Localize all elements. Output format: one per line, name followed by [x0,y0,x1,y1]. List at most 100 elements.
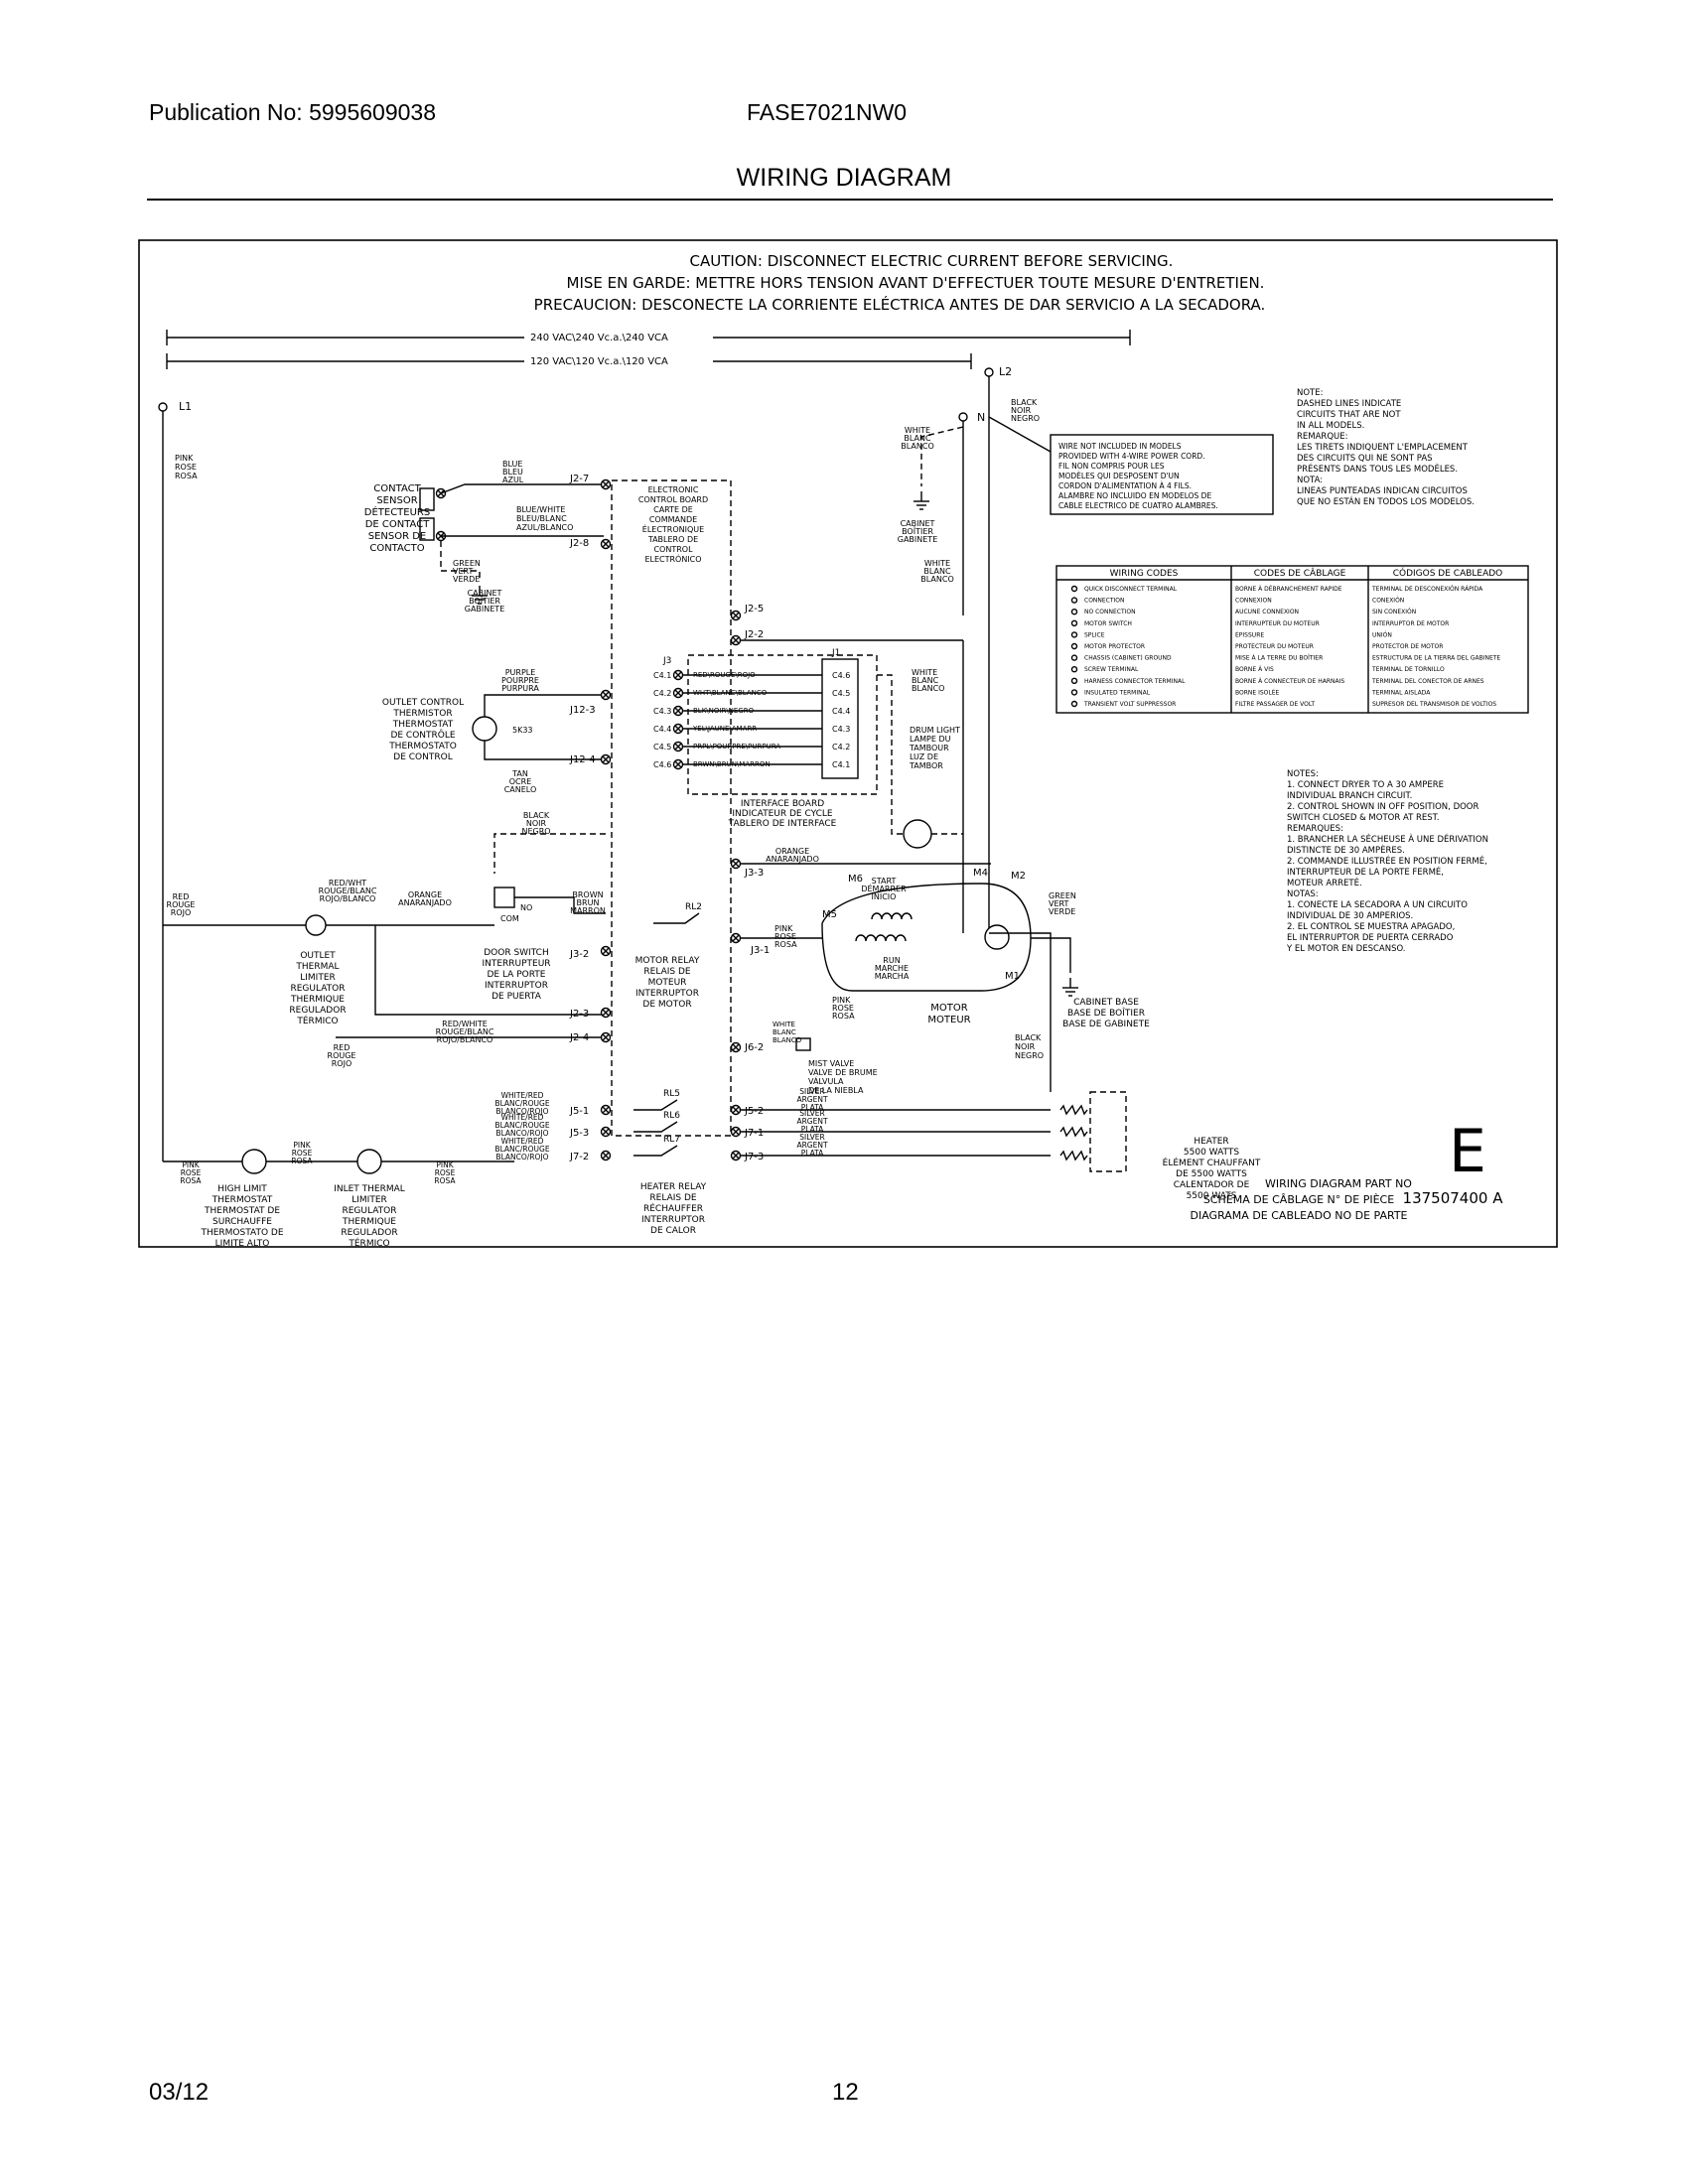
red-white-wire-label: ROJO/BLANCO [437,1035,493,1044]
red-wire-label: ROJO [171,908,192,917]
electronic-control-board [611,479,732,1137]
code-symbol [1070,631,1078,638]
caution-english: CAUTION: DISCONNECT ELECTRIC CURRENT BEF… [690,252,1174,270]
heater-outline [1089,1091,1127,1172]
green-wire-label: VERT [453,567,474,576]
publication-number: Publication No: 5995609038 [149,99,437,125]
terminal-cross [732,612,740,619]
voltage-240-label: 240 VAC\240 Vc.a.\240 VCA [530,333,668,343]
table-cell: PROTECTOR DE MOTOR [1372,643,1443,650]
terminal-label: J2-7 [569,474,589,484]
orange-wire-label: ANARANJADO [398,898,452,907]
interface-board-label: INDICATEUR DE CYCLE [732,809,833,819]
wire [514,896,606,914]
ground-icon [914,491,929,510]
table-cell: CONNECTION [1084,598,1125,605]
terminal-cross [732,1043,740,1051]
heater-label: ÉLÉMENT CHAUFFANT [1163,1157,1261,1168]
table-cell: TERMINAL DEL CONECTOR DE ARNES [1371,678,1484,685]
high-limit-label: LIMITE ALTO [215,1239,270,1249]
silver-wire-label: PLATA [801,1103,824,1112]
contact-sensor-icon [419,487,435,511]
mist-valve-label: DE LA NIEBLA [808,1086,864,1095]
door-switch-label: DOOR SWITCH [484,948,549,958]
wire-note-text: MODÈLES QUI DESPOSENT D'UN [1058,472,1180,480]
red-wire-label: ROJO [332,1059,352,1068]
outlet-thermal-label: LIMITER [300,973,336,983]
wire-note-text: FIL NON COMPRIS POUR LES [1058,462,1165,471]
table-cell: HARNESS CONNECTOR TERMINAL [1084,678,1186,685]
green-wire-label: GREEN [1049,891,1076,900]
ecb-label: COMMANDE [649,515,697,524]
white-red-wire-label: BLANCO/ROJO [495,1129,548,1138]
heater-element [1059,1104,1088,1116]
pink-wire-label: PINK [774,924,793,933]
harness-wire-label: BLK\NOIR\NEGRO [693,707,755,715]
quick-disconnect-terminal [730,1104,742,1116]
terminal-label: M5 [822,909,837,920]
notes-text: 1. CONNECT DRYER TO A 30 AMPERE [1287,780,1444,790]
ecb-label: CONTROL BOARD [638,495,708,504]
brown-wire-label: BRUN [577,898,600,907]
connector-pin-label: C4.6 [653,760,671,769]
silver-wire-label: ARGENT [796,1117,828,1126]
pink-wire-label: ROSE [181,1168,202,1177]
heater-relay-label: DE CALOR [650,1226,696,1236]
relay-label: RL2 [685,902,702,912]
cabinet-label: GABINETE [898,535,938,544]
run-winding-label: MARCHE [875,964,909,973]
wire-note-text: WIRE NOT INCLUDED IN MODELS [1058,442,1182,451]
white-red-wire-label: BLANC/ROUGE [494,1121,549,1130]
wiring-diagram: CAUTION: DISCONNECT ELECTRIC CURRENT BEF… [138,239,1558,1249]
terminal-cross [732,934,740,942]
start-winding-label: INICIO [872,892,897,901]
inlet-thermal-label: TÉRMICO [348,1237,389,1249]
interface-board-label: INTERFACE BOARD [741,799,824,809]
table-cell: PROTECTEUR DU MOTEUR [1235,643,1314,650]
connector-pin-label: C4.4 [832,707,850,716]
pink-l1-label: ROSA [175,472,198,480]
motor-label: MOTOR [930,1003,967,1014]
terminal-label: J12-3 [569,705,596,716]
black-wire-label: NEGRO [1015,1051,1044,1060]
connector-pin-label: C4.1 [653,671,671,680]
drum-light-label: LUZ DE [910,752,938,761]
motor-ground-wire [1031,937,1071,973]
n-label: N [977,411,985,424]
cabinet-label: CABINET [901,519,935,528]
table-cell: MOTOR SWITCH [1084,620,1132,627]
pink-wire-label: ROSA [774,940,797,949]
table-cell: INTERRUPTEUR DU MOTEUR [1235,620,1320,627]
start-winding-label: START [872,877,897,886]
cabinet-base-label: BASE DE GABINETE [1062,1020,1150,1029]
code-symbol [1070,700,1078,708]
table-cell: SUPRESOR DEL TRANSMISOR DE VOLTIOS [1372,701,1496,708]
white-wire-label: BLANCO [901,442,933,451]
cabinet-label: CABINET [468,589,502,598]
terminal-label: J2-2 [744,629,764,640]
code-symbol [1070,609,1078,615]
dashed-note-text: QUE NO ESTÁN EN TODOS LOS MODELOS. [1297,495,1475,507]
table-cell: CONEXIÓN [1372,598,1404,605]
notes-text: NOTES: [1287,769,1319,779]
harness-wire-label: YEL\JAUNE\AMARR [692,725,757,733]
drum-light-wire [877,674,904,835]
ecb-label: TABLERO DE [647,535,698,544]
notes-text: EL INTERRUPTOR DE PUERTA CERRADO [1287,933,1454,943]
pink-wire-label: PINK [436,1160,454,1169]
high-limit-label: THERMOSTAT DE [204,1206,280,1216]
table-cell: ESTRUCTURA DE LA TIERRA DEL GABINETE [1372,655,1500,662]
cabinet-label: BOÎTIER [902,525,933,536]
terminal-label: M1 [1005,971,1020,982]
mist-valve-label: MIST VALVE [808,1059,854,1068]
drum-light-label: TAMBOUR [909,744,949,752]
dashed-note-text: PRÉSENTS DANS TOUS LES MODÈLES. [1297,463,1458,475]
wire [374,925,602,1016]
code-symbol [1070,585,1078,593]
wire [989,932,1052,1092]
motor-relay-label: INTERRUPTOR [635,989,699,999]
table-cell: NO CONNECTION [1084,609,1136,615]
wire-note-text: ALAMBRE NO INCLUIDO EN MODELOS DE [1058,491,1211,500]
code-symbol [1070,619,1078,626]
black-wire-label: NEGRO [1011,414,1040,423]
